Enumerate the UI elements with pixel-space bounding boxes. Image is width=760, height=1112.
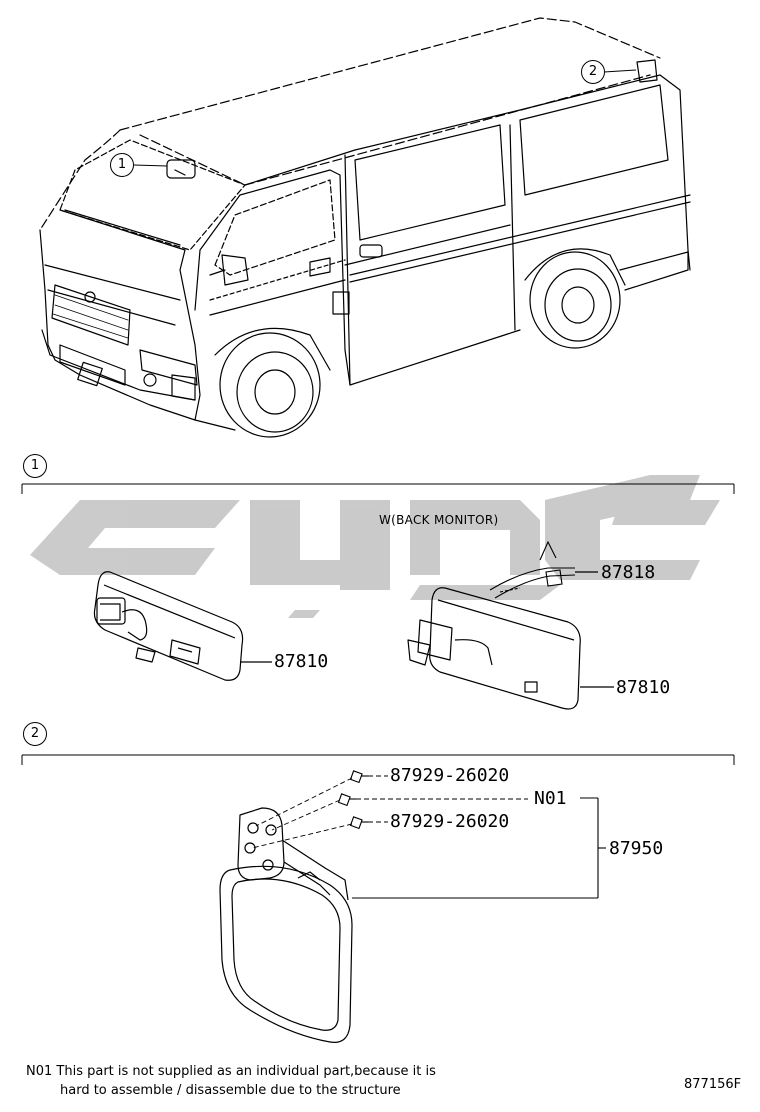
watermark-logo [30, 475, 720, 618]
figure-code: 877156F [684, 1077, 742, 1092]
footnote-line-1: N01 This part is not supplied as an indi… [26, 1064, 436, 1079]
inner-mirror-left [93, 571, 244, 681]
part-number-bolt-bottom[interactable]: 87929-26020 [390, 811, 510, 832]
part-number-left-mirror[interactable]: 87810 [274, 651, 329, 672]
variant-label: W(BACK MONITOR) [379, 513, 499, 527]
van-illustration [39, 17, 691, 438]
part-number-right-mirror[interactable]: 87810 [616, 677, 671, 698]
callout-van-1: 1 [110, 153, 134, 177]
section2-frame [21, 754, 735, 765]
part-number-wire[interactable]: 87818 [601, 562, 656, 583]
callout-section-2: 2 [23, 722, 47, 746]
part-number-assembly[interactable]: 87950 [609, 838, 664, 859]
callout-van-2: 2 [581, 60, 605, 84]
footnote-line-2: hard to assemble / disassemble due to th… [60, 1083, 401, 1098]
inner-mirror-right [407, 587, 581, 710]
bolt-leader-dashes [251, 775, 528, 849]
callout-section-1: 1 [23, 454, 47, 478]
part-number-n01: N01 [534, 788, 567, 809]
n01-bracket [352, 797, 606, 899]
leader-right-parts [575, 571, 614, 688]
van-callout-leaders [133, 69, 637, 167]
section1-frame [21, 483, 735, 494]
part-number-bolt-top[interactable]: 87929-26020 [390, 765, 510, 786]
back-monitor-wire [489, 540, 576, 599]
bolts [337, 770, 368, 830]
outer-mirror [219, 807, 353, 1043]
